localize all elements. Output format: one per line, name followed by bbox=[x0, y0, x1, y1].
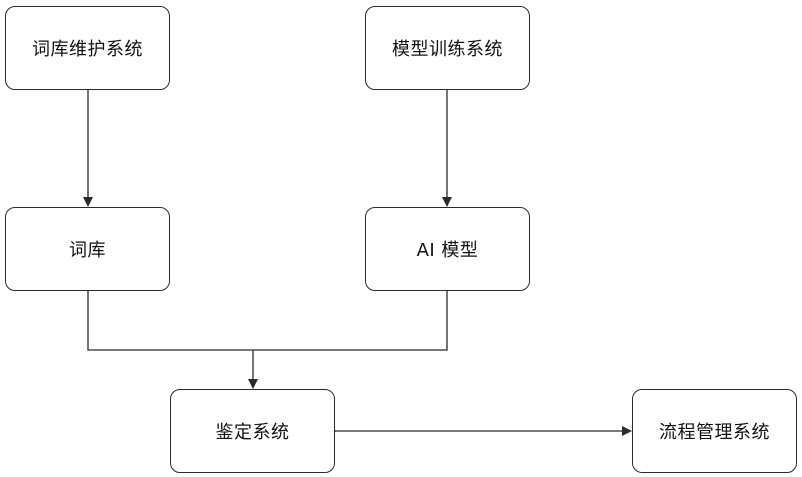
node-ai-model: AI 模型 bbox=[365, 207, 530, 291]
node-wordlib-maintenance-system: 词库维护系统 bbox=[5, 6, 170, 90]
node-label: 鉴定系统 bbox=[215, 422, 290, 443]
node-wordlib: 词库 bbox=[5, 207, 170, 291]
edge-merge-lines bbox=[87, 291, 448, 351]
node-label: 模型训练系统 bbox=[392, 39, 503, 60]
node-model-training-system: 模型训练系统 bbox=[365, 6, 530, 90]
node-process-management-system: 流程管理系统 bbox=[632, 389, 797, 473]
node-label: 词库维护系统 bbox=[32, 39, 143, 60]
node-label: 词库 bbox=[69, 240, 106, 261]
node-label: 流程管理系统 bbox=[659, 422, 770, 443]
node-label: AI 模型 bbox=[416, 240, 479, 261]
node-appraisal-system: 鉴定系统 bbox=[170, 389, 335, 473]
